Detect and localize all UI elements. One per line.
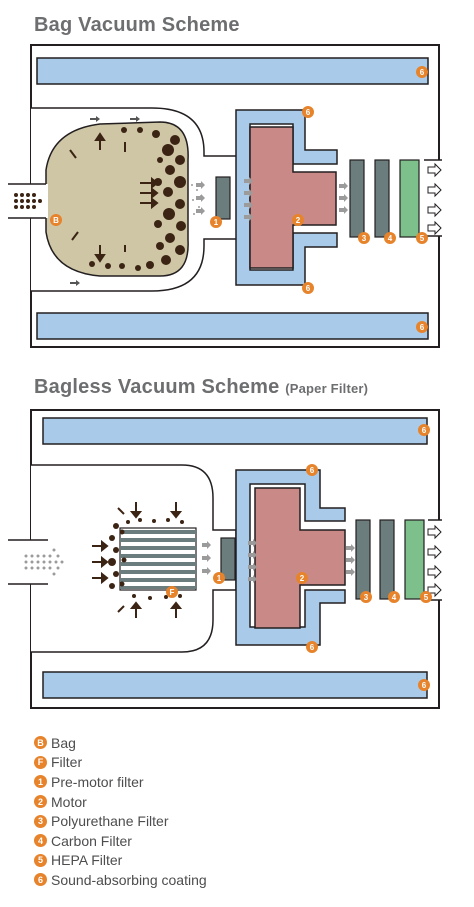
- svg-text:4: 4: [388, 234, 393, 243]
- badge-bag: B: [50, 214, 62, 226]
- carbon-filter: [374, 159, 390, 238]
- motor: [254, 487, 346, 629]
- badge-carbon: 4 4: [384, 232, 400, 603]
- bagless-scheme-diagram: [8, 409, 443, 709]
- svg-text:4: 4: [392, 593, 397, 602]
- legend-badge: 6: [34, 873, 47, 887]
- legend-label: Bag: [51, 734, 76, 751]
- coating-top: [42, 417, 428, 445]
- svg-text:6: 6: [420, 323, 425, 332]
- legend-label: Filter: [51, 754, 83, 771]
- legend-label: Motor: [51, 793, 87, 810]
- motor-coating: [235, 469, 346, 646]
- polyurethane-filter: [349, 159, 365, 238]
- inlet-arrow: [22, 545, 66, 579]
- legend-item-hepa: 5 HEPA Filter: [34, 851, 207, 871]
- legend-label: Carbon Filter: [51, 832, 132, 849]
- svg-text:B: B: [53, 216, 59, 225]
- svg-text:6: 6: [420, 68, 425, 77]
- bag: [45, 121, 189, 277]
- pre-motor-filter: [215, 176, 231, 220]
- polyurethane-filter: [355, 519, 371, 600]
- badge-sound-coating: 6 6 6 6 6 6 6 6: [302, 66, 430, 691]
- legend-item-pre-motor: 1 Pre-motor filter: [34, 772, 207, 792]
- legend-badge: 4: [34, 834, 47, 848]
- bag-airflow-arrows: [69, 132, 159, 263]
- svg-text:2: 2: [296, 216, 301, 225]
- svg-text:6: 6: [306, 284, 311, 293]
- bag-scheme-diagram: [8, 44, 443, 348]
- svg-text:1: 1: [214, 218, 219, 227]
- badge-pre-motor: 1 1: [210, 216, 225, 584]
- legend-item-filter: F Filter: [34, 753, 207, 773]
- svg-text:6: 6: [310, 643, 315, 652]
- svg-text:6: 6: [306, 108, 311, 117]
- inlet-dust: [14, 193, 42, 209]
- svg-text:5: 5: [420, 234, 425, 243]
- legend-label: HEPA Filter: [51, 852, 123, 869]
- badge-motor: 2 2: [292, 214, 308, 584]
- hepa-filter: [404, 519, 425, 600]
- legend-label: Sound-absorbing coating: [51, 871, 207, 888]
- bagless-scheme-title: Bagless Vacuum Scheme (Paper Filter): [34, 376, 368, 399]
- svg-text:3: 3: [362, 234, 367, 243]
- legend-badge: 5: [34, 853, 47, 867]
- svg-text:6: 6: [310, 466, 315, 475]
- svg-text:2: 2: [300, 574, 305, 583]
- svg-text:1: 1: [217, 574, 222, 583]
- svg-text:6: 6: [422, 426, 427, 435]
- legend-item-polyurethane: 3 Polyurethane Filter: [34, 811, 207, 831]
- outer-airflow-arrows: [70, 116, 140, 286]
- legend-badge: 2: [34, 795, 47, 809]
- badge-filter: F: [166, 586, 178, 598]
- coating-top: [36, 57, 429, 85]
- bagless-title-text: Bagless Vacuum Scheme: [34, 376, 280, 398]
- svg-text:6: 6: [422, 681, 427, 690]
- legend-item-bag: B Bag: [34, 733, 207, 753]
- legend-item-sound-coating: 6 Sound-absorbing coating: [34, 870, 207, 890]
- badges: 6 6 6 6 6 6 6 6 B F 1 1 2 2 3 3 4 4: [50, 66, 432, 691]
- legend: B Bag F Filter 1 Pre-motor filter 2 Moto…: [34, 733, 207, 890]
- coating-bottom: [36, 312, 429, 340]
- bagless-title-note: (Paper Filter): [285, 381, 369, 396]
- bag-scheme-title: Bag Vacuum Scheme: [34, 14, 240, 36]
- filter-airflow-arrows: [92, 502, 183, 618]
- motor-coating: [235, 109, 338, 286]
- filter-dust: [108, 518, 184, 600]
- legend-label: Polyurethane Filter: [51, 813, 169, 830]
- coating-bottom: [42, 671, 428, 699]
- legend-badge: 3: [34, 814, 47, 828]
- hepa-filter: [399, 159, 420, 238]
- legend-badge: B: [34, 736, 47, 750]
- svg-text:5: 5: [424, 593, 429, 602]
- carbon-filter: [379, 519, 395, 600]
- legend-label: Pre-motor filter: [51, 773, 144, 790]
- pre-motor-filter: [220, 537, 236, 581]
- dust-particles: [89, 127, 186, 271]
- legend-item-motor: 2 Motor: [34, 792, 207, 812]
- svg-text:3: 3: [364, 593, 369, 602]
- legend-item-carbon: 4 Carbon Filter: [34, 831, 207, 851]
- paper-filter: [119, 527, 197, 591]
- motor: [249, 126, 337, 269]
- legend-badge: F: [34, 755, 47, 769]
- svg-text:F: F: [170, 588, 175, 597]
- badge-polyurethane: 3 3: [358, 232, 372, 603]
- legend-badge: 1: [34, 775, 47, 789]
- badge-hepa: 5 5: [416, 232, 432, 603]
